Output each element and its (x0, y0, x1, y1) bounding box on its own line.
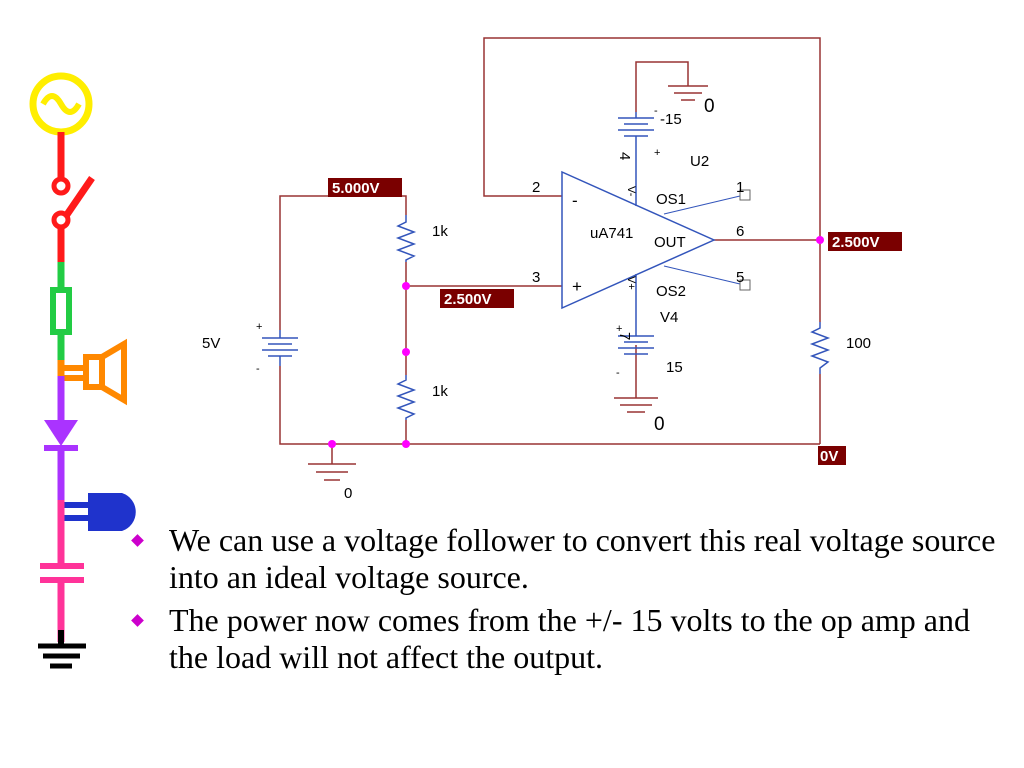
svg-text:-: - (616, 367, 620, 379)
bullet-item: We can use a voltage follower to convert… (131, 522, 1013, 596)
neg-supply-label: -15 (660, 111, 682, 128)
voltage-label-mid: 2.500V (444, 291, 492, 308)
speaker-icon (57, 338, 127, 406)
svg-text:+: + (654, 147, 660, 159)
diamond-bullet-icon (131, 614, 144, 627)
node-ground (328, 440, 336, 448)
resistor-r1: 1k (395, 215, 448, 262)
voltage-markers: 5.000V 2.500V 2.500V 0V (328, 178, 902, 465)
voltage-label-bottom: 0V (820, 448, 838, 465)
pin-3: 3 (532, 269, 540, 286)
node-r2-top (402, 348, 410, 356)
ground-main-label: 0 (344, 485, 352, 502)
pin-5: 5 (736, 269, 744, 286)
opamp-vneg-label: V- (625, 186, 637, 197)
opamp-ref2-label: V4 (660, 309, 678, 326)
switch-icon (51, 132, 95, 262)
diamond-bullet-icon (131, 534, 144, 547)
pin-1: 1 (736, 179, 744, 196)
bullet-list: We can use a voltage follower to convert… (131, 522, 1013, 682)
opamp-u2: - + uA741 OUT OS1 OS2 V- V+ U2 V4 2 3 6 … (532, 152, 751, 340)
opamp-os1-label: OS1 (656, 191, 686, 208)
node-bottom-r2 (402, 440, 410, 448)
opamp-part-label: uA741 (590, 225, 633, 242)
opamp-ref-label: U2 (690, 153, 709, 170)
load-value: 100 (846, 335, 871, 352)
pin-4: 4 (616, 152, 633, 160)
fuse-icon (50, 262, 72, 360)
ground-main: 0 (308, 444, 356, 502)
node-output (816, 236, 824, 244)
bullet-text: We can use a voltage follower to convert… (169, 522, 996, 595)
voltage-label-out: 2.500V (832, 234, 880, 251)
svg-text:-: - (256, 363, 260, 375)
junction-nodes (328, 236, 824, 448)
node-divider (402, 282, 410, 290)
source-voltage-label: 5V (202, 335, 220, 352)
opamp-os2-label: OS2 (656, 283, 686, 300)
diode-icon (44, 376, 78, 500)
opamp-out-label: OUT (654, 234, 686, 251)
pos-supply-label: 15 (666, 359, 683, 376)
pin-2: 2 (532, 179, 540, 196)
ground-top-label: 0 (704, 96, 715, 117)
capacitor-icon (40, 500, 84, 642)
bullet-text: The power now comes from the +/- 15 volt… (169, 602, 970, 675)
opamp-vpos-label: V+ (625, 276, 637, 290)
svg-text:+: + (616, 323, 622, 335)
supply-negative: - + -15 (618, 105, 682, 176)
ac-source-icon (29, 72, 93, 136)
supply-positive: + - 15 (616, 300, 683, 379)
ground-bottom-label: 0 (654, 414, 665, 435)
opamp-plus-sign: + (572, 277, 582, 296)
pin-6: 6 (736, 223, 744, 240)
r2-value: 1k (432, 383, 448, 400)
voltage-label-top: 5.000V (332, 180, 380, 197)
wires (279, 37, 821, 445)
dc-source-5v: + - 5V (202, 321, 298, 375)
resistor-r2: 1k (395, 375, 448, 420)
circuit-schematic: + - 5V 1k 1k 100 0 (202, 37, 902, 502)
pin-7: 7 (616, 332, 633, 340)
component-strip (29, 72, 136, 669)
ground-icon (38, 630, 86, 669)
bullet-item: The power now comes from the +/- 15 volt… (131, 602, 1013, 676)
led-icon (61, 493, 136, 531)
ground-bottom: 0 (614, 397, 665, 435)
ground-top: 0 (668, 85, 715, 117)
svg-text:+: + (256, 321, 262, 333)
r1-value: 1k (432, 223, 448, 240)
opamp-minus-sign: - (572, 191, 578, 210)
resistor-load: 100 (809, 322, 871, 374)
svg-text:-: - (654, 105, 658, 117)
